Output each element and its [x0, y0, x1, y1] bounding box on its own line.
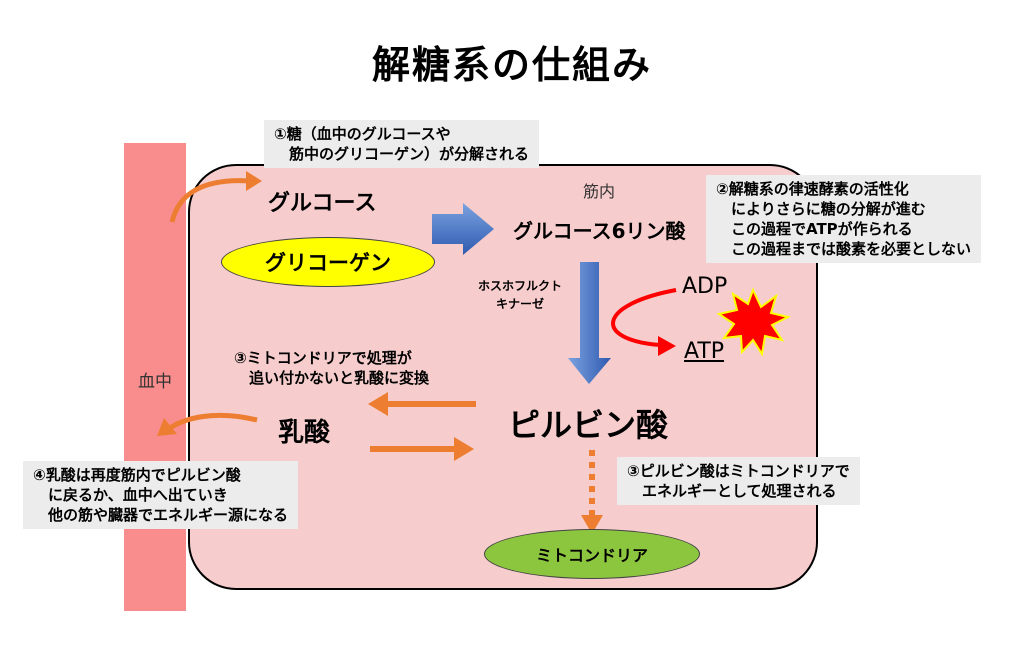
- adp-label: ADP: [682, 274, 728, 299]
- energy-burst-icon: [716, 287, 791, 357]
- note-3b: ③ピルビン酸はミトコンドリアで エネルギーとして処理される: [617, 457, 860, 505]
- uptake-arrow-head: [246, 171, 262, 191]
- lactate-label: 乳酸: [278, 418, 331, 448]
- adp-atp-arrow: [611, 288, 677, 347]
- g6p-to-pyruvate-arrow: [568, 262, 611, 384]
- blood-label: 血中: [138, 372, 172, 392]
- glucose-label: グルコース: [268, 191, 377, 216]
- blood-region: [124, 143, 186, 611]
- pfk-label: ホスホフルクト キナーゼ: [478, 279, 563, 311]
- pyruvate-label: ピルビン酸: [508, 406, 669, 444]
- note-3a: ③ミトコンドリアで処理が 追い付かないと乳酸に変換: [234, 349, 430, 387]
- adp-atp-arrow-head: [658, 336, 676, 356]
- muscle-label: 筋内: [583, 182, 616, 201]
- note-1: ①糖（血中のグルコースや 筋中のグリコーゲン）が分解される: [264, 120, 540, 168]
- pyruvate-to-lactate-arrow-head: [368, 392, 388, 416]
- mitochondria-label: ミトコンドリア: [535, 546, 648, 565]
- mitochondria-ellipse: ミトコンドリア: [484, 529, 700, 579]
- uptake-arrow: [169, 178, 251, 223]
- glycogen-label: グリコーゲン: [265, 251, 391, 275]
- lactate-to-pyruvate-arrow-head: [454, 437, 474, 461]
- page-title: 解糖系の仕組み: [371, 43, 652, 87]
- note-2: ②解糖系の律速酵素の活性化 によりさらに糖の分解が進む この過程でATPが作られ…: [706, 175, 982, 263]
- atp-label: ATP: [684, 339, 725, 364]
- glucose-to-g6p-arrow: [432, 203, 494, 255]
- g6p-label: グルコース6リン酸: [513, 219, 686, 243]
- lactate-to-blood-arrow: [168, 412, 258, 431]
- note-4: ④乳酸は再度筋内でピルビン酸 に戻るか、血中へ出ていき 他の筋や臓器でエネルギー…: [23, 461, 299, 529]
- lactate-to-blood-arrow-head: [157, 418, 177, 436]
- glycogen-ellipse: グリコーゲン: [221, 237, 435, 287]
- pyruvate-to-mito-arrow-head: [581, 515, 603, 534]
